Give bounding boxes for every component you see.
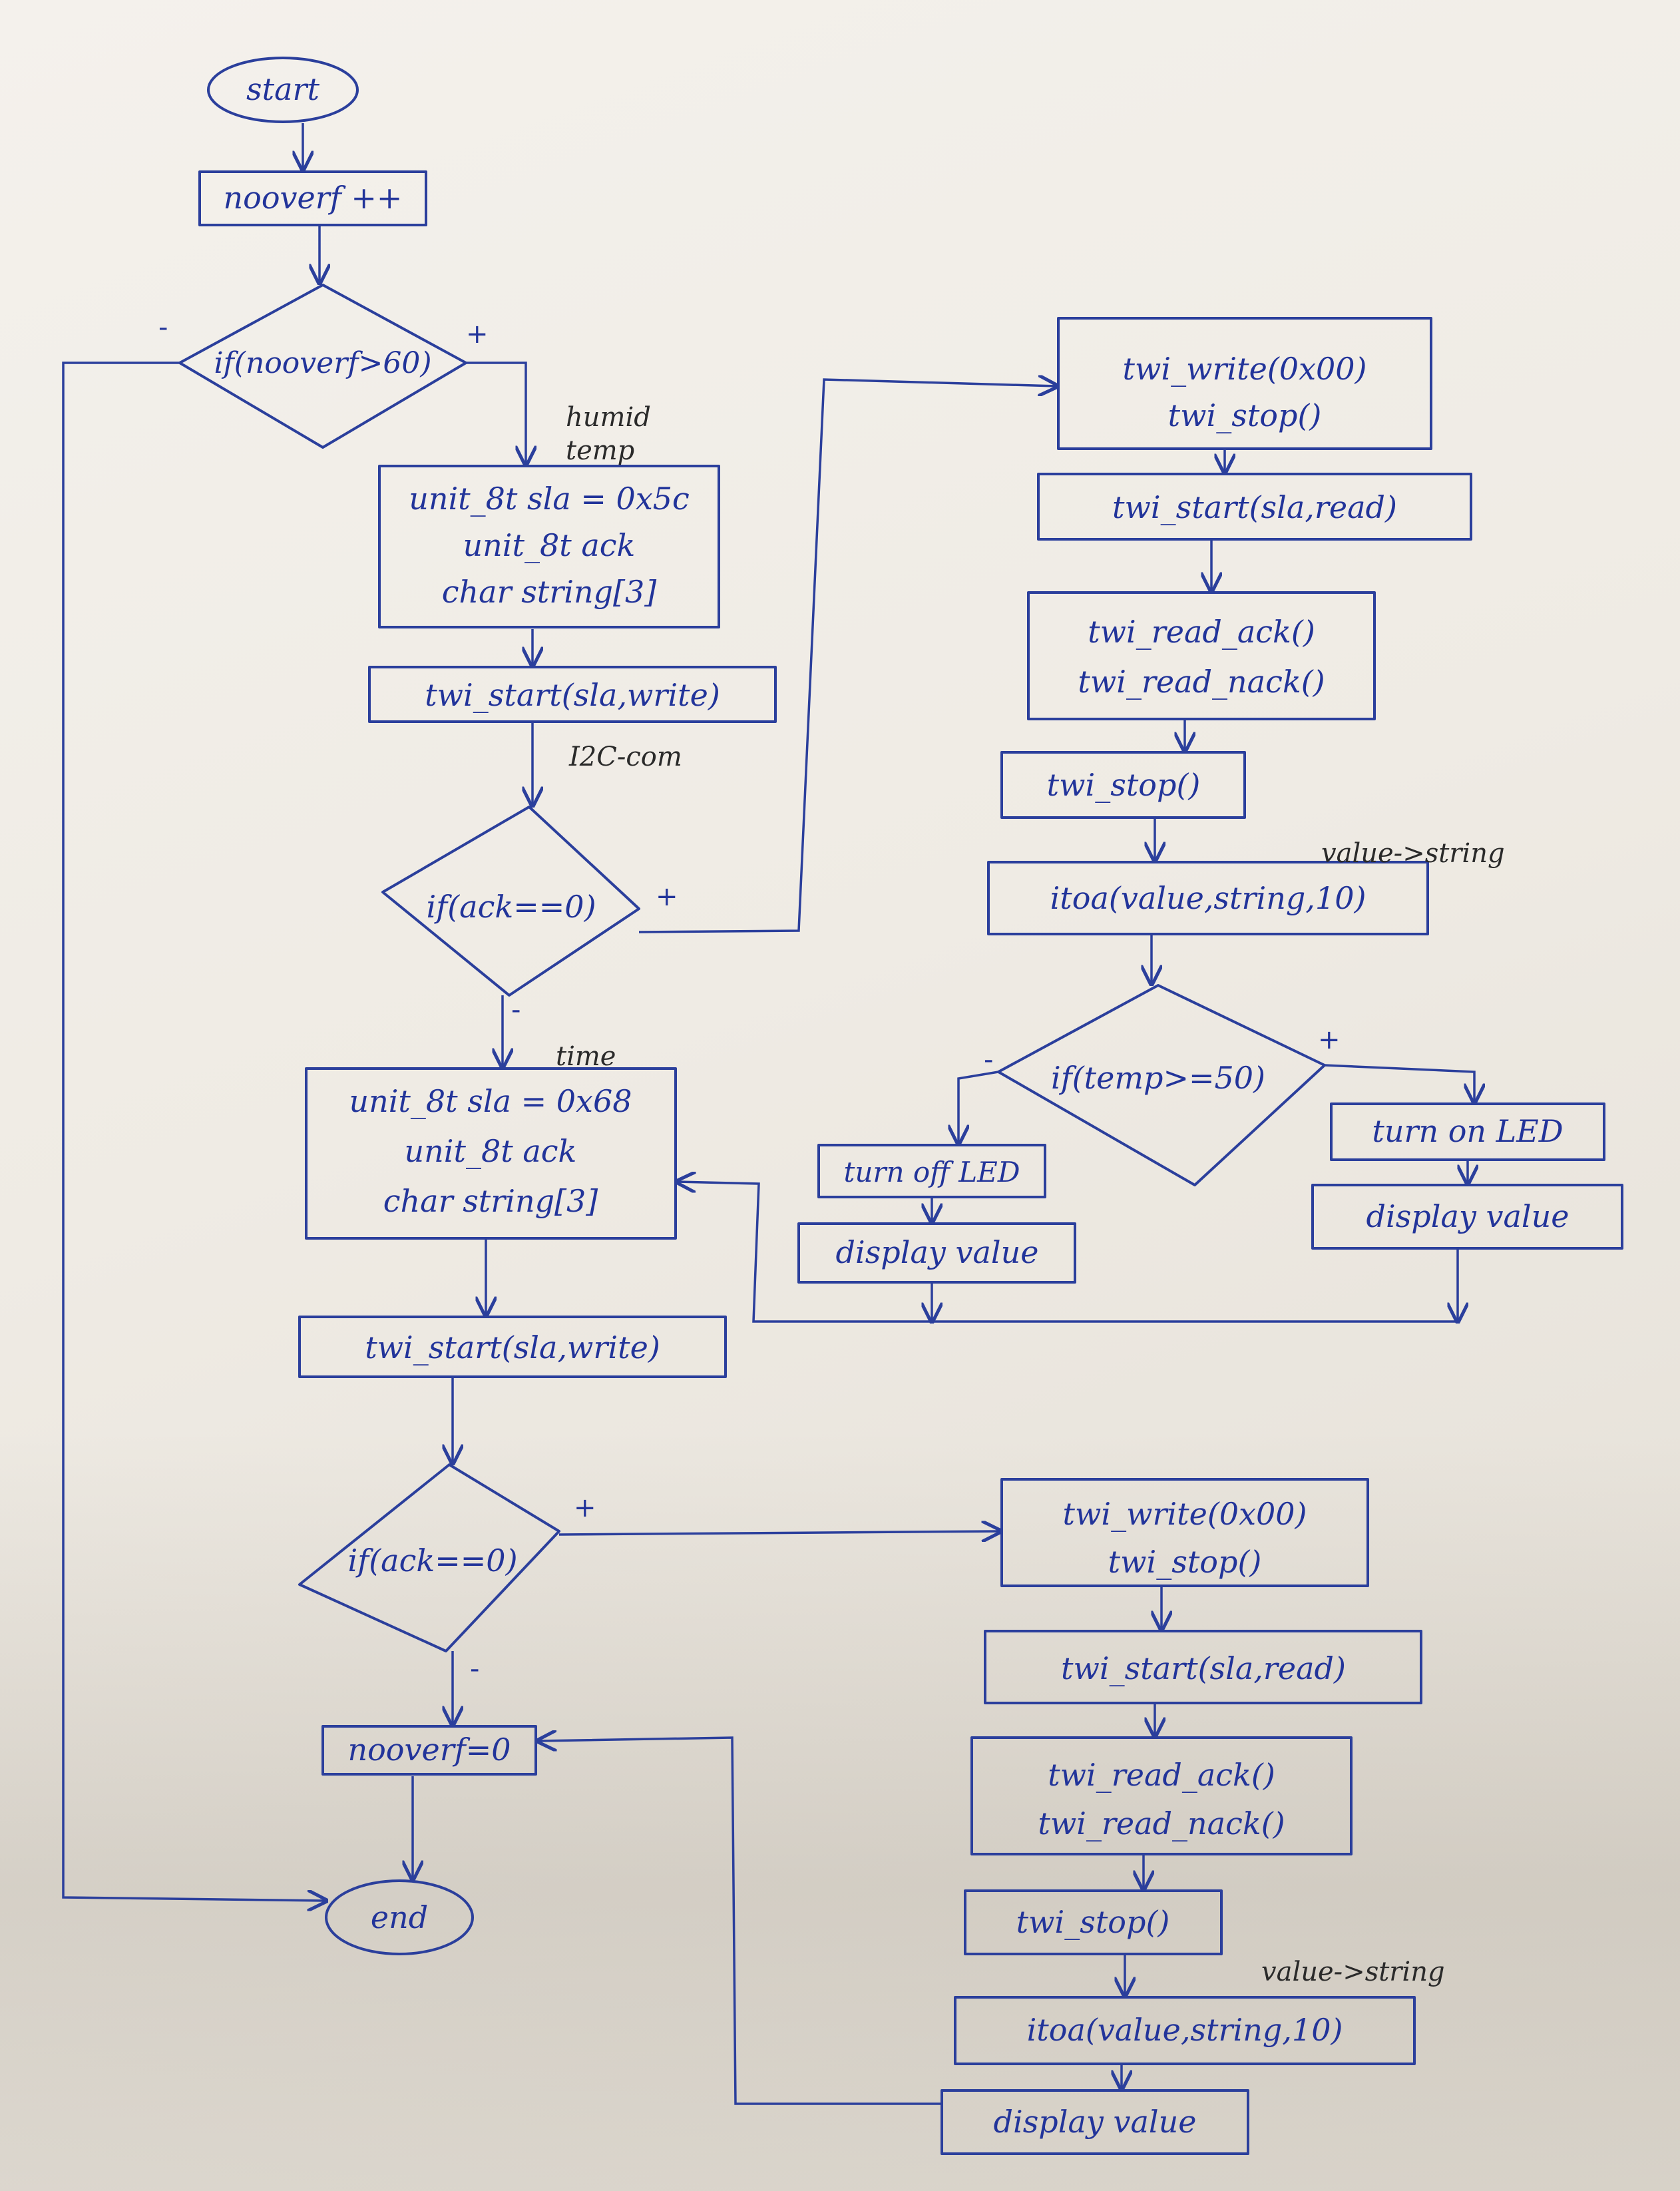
note-i2c: I2C-com [568,742,682,772]
display-off-label: display value [836,1234,1039,1270]
note-time: time [556,1041,616,1072]
sensor2-start-box [298,1316,727,1378]
overflow-no-sign: - [158,312,168,343]
ack2-decision [298,1463,560,1652]
arrow [958,1071,999,1144]
s1-start-read-box [1037,473,1472,541]
text-line: unit_8t sla = 0x5c [409,481,690,517]
temp-yes-sign: + [1318,1025,1341,1055]
led-on-label: turn on LED [1372,1113,1563,1149]
s2-itoa-label: itoa(value,string,10) [1027,2012,1343,2048]
connectors [62,123,1474,2105]
led-off-label: turn off LED [843,1156,1020,1188]
ack2-decision-label: if(ack==0) [347,1543,517,1579]
note-value-string-1: value->string [1321,838,1505,869]
reset-label: nooverf=0 [347,1732,511,1768]
s2-start-read-box [984,1630,1422,1704]
text-line: unit_8t sla = 0x68 [349,1083,632,1119]
ack1-decision [381,806,640,997]
s2-write-line2: twi_stop() [1108,1544,1262,1580]
arrow [638,379,1057,933]
s1-start-read-label: twi_start(sla,read) [1112,489,1397,525]
s2-display-label: display value [994,2104,1197,2140]
ack1-decision-label: if(ack==0) [426,889,596,925]
sensor1-declaration-box [378,465,720,628]
temp-no-sign: - [984,1045,993,1075]
ack1-yes-sign: + [656,881,678,912]
sensor1-start-box [368,666,777,723]
led-off-box [817,1144,1046,1198]
s1-stop-box [1000,751,1246,819]
start-terminal [207,57,359,123]
s2-display-box [941,2089,1249,2155]
arrow [677,1182,1458,1323]
arrow [558,1531,1000,1535]
s1-read-line1: twi_read_ack() [1088,614,1315,650]
s2-stop-label: twi_stop() [1016,1904,1170,1940]
end-terminal [325,1879,474,1955]
s2-read-line2: twi_read_nack() [1038,1806,1285,1841]
overflow-decision [178,284,467,449]
overflow-yes-sign: + [466,319,489,350]
temp-decision-label: if(temp>=50) [1051,1060,1265,1096]
s2-read-line1: twi_read_ack() [1048,1757,1275,1793]
s1-stop-label: twi_stop() [1047,767,1201,803]
display-on-label: display value [1366,1198,1570,1234]
arrow [62,362,326,1901]
arrow [1324,1064,1474,1102]
s1-write-line2: twi_stop() [1168,397,1322,433]
s1-write-line1: twi_write(0x00) [1123,351,1367,387]
text-line: unit_8t ack [405,1133,577,1169]
sensor2-start-label: twi_start(sla,write) [365,1330,660,1365]
s1-read-line2: twi_read_nack() [1078,664,1325,700]
text-line: unit_8t ack [463,527,636,563]
ack1-no-sign: - [511,995,521,1025]
sensor2-declaration-lines: unit_8t sla = 0x68 unit_8t ack char stri… [349,1083,632,1219]
sensor1-declaration-lines: unit_8t sla = 0x5c unit_8t ack char stri… [409,481,690,610]
text-line: char string[3] [383,1183,598,1219]
ack2-yes-sign: + [574,1493,596,1523]
note-value-string-2: value->string [1261,1957,1445,1987]
overflow-decision-label: if(nooverf>60) [214,346,431,380]
note-temp: temp [566,435,634,466]
note-humid: humid [566,402,651,433]
increment-label: nooverf ++ [224,180,403,216]
s1-itoa-label: itoa(value,string,10) [1050,880,1366,916]
s1-itoa-box [987,861,1429,935]
arrow [538,1738,941,2105]
ack2-no-sign: - [470,1654,479,1684]
start-label: start [246,71,320,107]
arrow [466,362,526,465]
text-line: char string[3] [442,574,657,610]
s2-start-read-label: twi_start(sla,read) [1061,1650,1346,1686]
sensor1-start-label: twi_start(sla,write) [425,677,720,713]
sensor2-declaration-box [305,1067,677,1240]
s2-stop-box [964,1889,1223,1955]
end-label: end [371,1899,428,1935]
temp-decision [997,984,1326,1186]
s2-itoa-box [954,1996,1416,2065]
s2-write-line1: twi_write(0x00) [1063,1496,1307,1532]
s1-read-box [1027,591,1376,720]
